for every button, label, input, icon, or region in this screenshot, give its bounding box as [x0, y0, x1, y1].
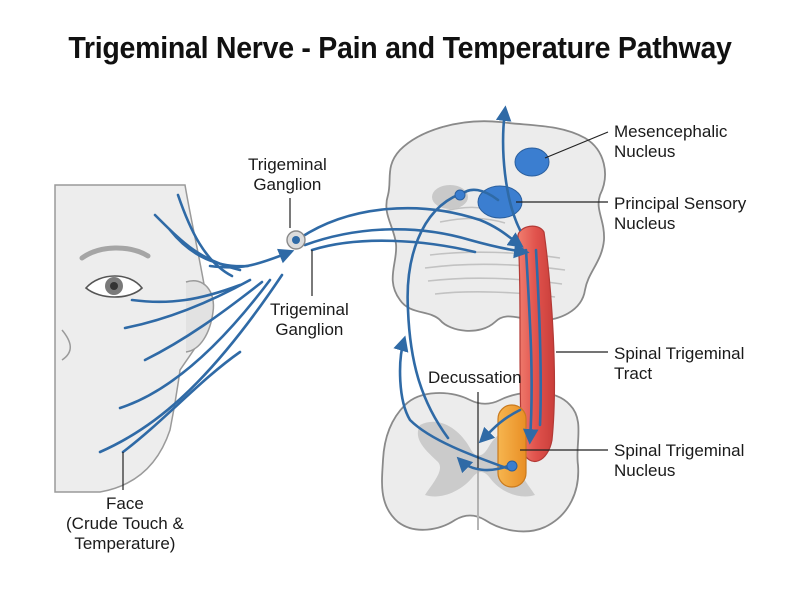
spinal-trigeminal-nucleus — [497, 404, 527, 488]
label-spinal-trigeminal-tract: Spinal Trigeminal Tract — [614, 344, 745, 383]
page-title: Trigeminal Nerve - Pain and Temperature … — [68, 30, 732, 65]
mesencephalic-nucleus — [514, 147, 550, 177]
leader-lines — [122, 131, 609, 490]
pons-section — [385, 120, 606, 332]
label-principal-sensory-nucleus: Principal Sensory Nucleus — [614, 194, 747, 233]
label-face: Face (Crude Touch & Temperature) — [66, 494, 184, 553]
label-spinal-trigeminal-nucleus: Spinal Trigeminal Nucleus — [614, 441, 745, 480]
face-illustration — [54, 184, 215, 493]
label-trigeminal-ganglion-top: Trigeminal Ganglion — [248, 155, 327, 194]
label-trigeminal-ganglion-bottom: Trigeminal Ganglion — [270, 300, 349, 339]
label-mesencephalic-nucleus: Mesencephalic Nucleus — [614, 122, 728, 161]
label-decussation: Decussation — [428, 368, 522, 387]
nerve-fibers — [98, 105, 543, 474]
